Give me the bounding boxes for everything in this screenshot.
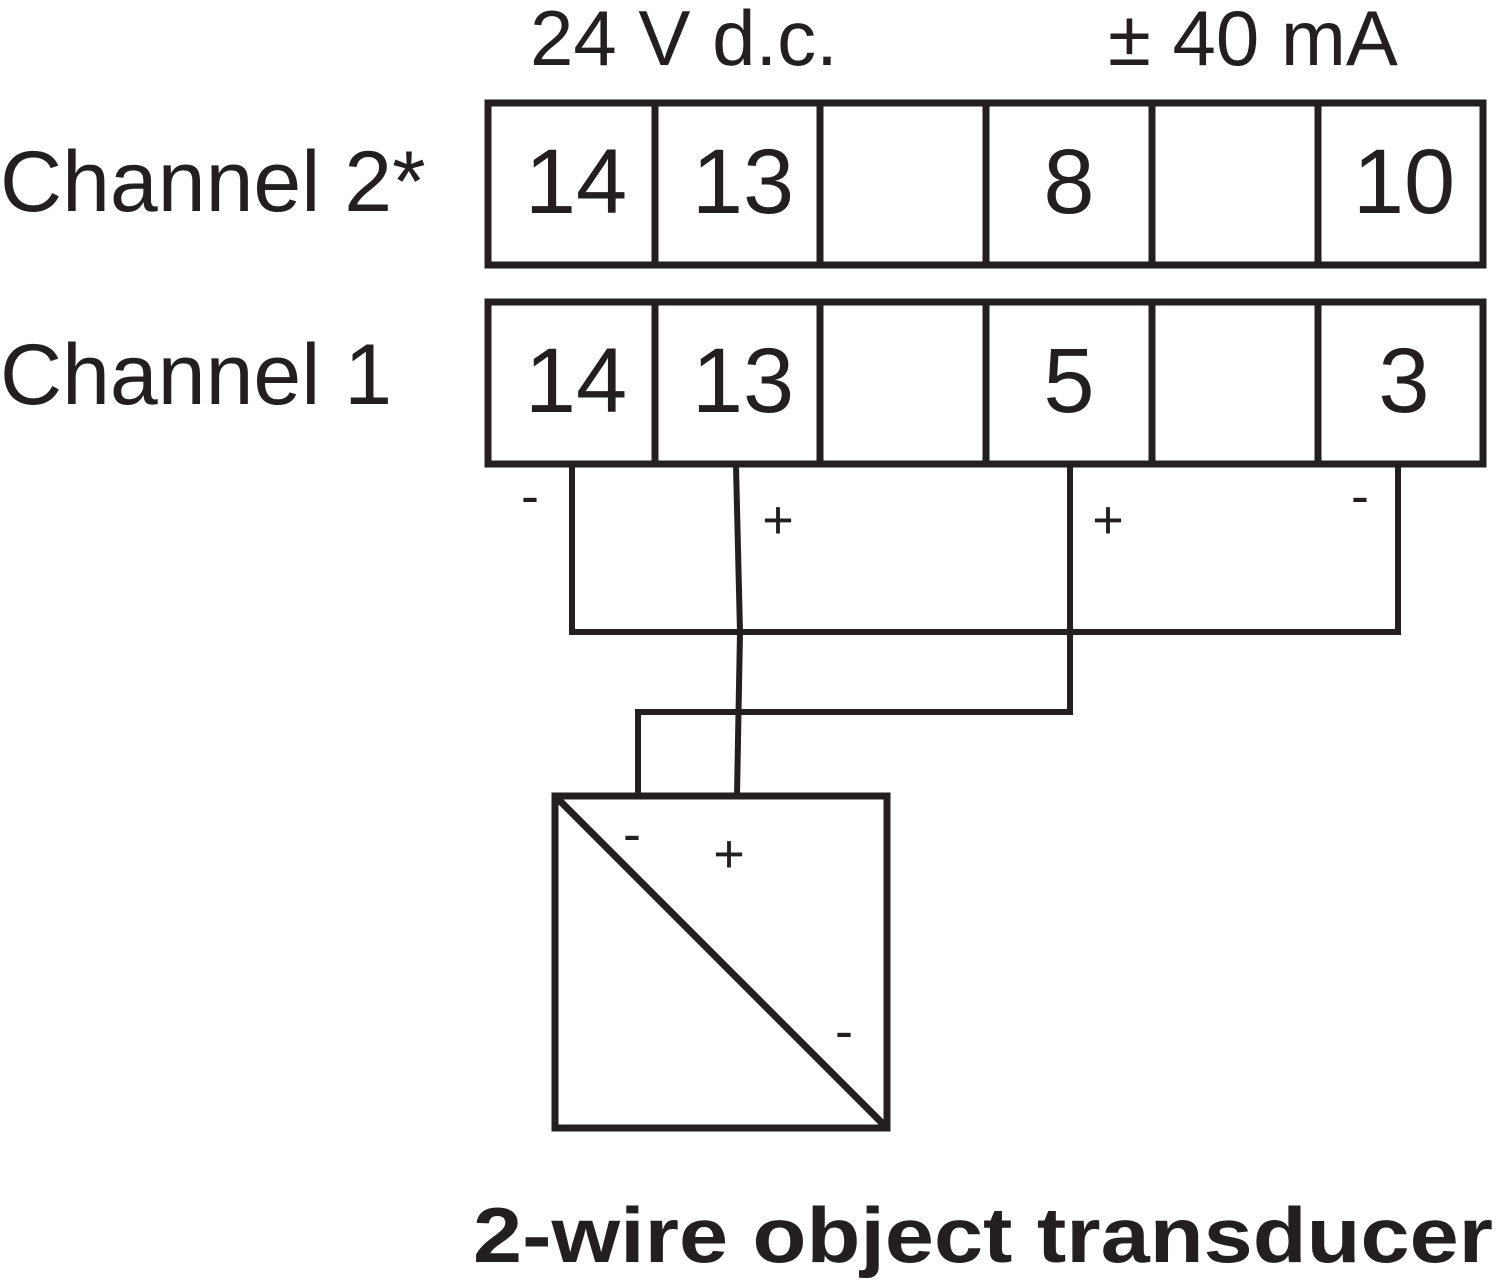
terminal-14-polarity: - — [521, 466, 539, 526]
current-range-label: ± 40 mA — [1108, 0, 1398, 82]
channel-2-label: Channel 2* — [0, 134, 426, 230]
channel-2-terminal-6: 10 — [1353, 131, 1455, 233]
channel-1-terminal-2: 13 — [692, 330, 794, 432]
channel-1-terminal-1: 14 — [525, 330, 627, 432]
transducer-symbol: - + - — [551, 792, 891, 1132]
terminal-5-polarity: + — [1092, 490, 1124, 550]
channel-1-terminal-strip: 14 13 5 3 — [484, 298, 1487, 468]
transducer-plus-terminal: + — [713, 824, 745, 884]
channel-2-terminal-1: 14 — [525, 131, 627, 233]
transducer-box — [551, 792, 891, 1132]
transducer-minus-terminal: - — [623, 804, 641, 864]
channel-2-terminal-strip: 14 13 8 10 — [484, 99, 1487, 269]
diagram-caption: 2-wire object transducer — [473, 1191, 1493, 1279]
supply-voltage-label: 24 V d.c. — [530, 0, 838, 82]
supply-positive-wire — [733, 465, 744, 796]
channel-2-terminal-4: 8 — [1043, 131, 1094, 233]
terminal-13-polarity: + — [762, 490, 794, 550]
transducer-inner-minus: - — [835, 1001, 853, 1061]
transducer-diagonal — [552, 793, 890, 1131]
signal-input-wire — [635, 466, 1073, 795]
negative-bridge-wire — [569, 466, 1401, 635]
terminal-3-polarity: - — [1351, 466, 1369, 526]
channel-1-label: Channel 1 — [0, 327, 392, 423]
channel-1-terminal-4: 5 — [1043, 330, 1094, 432]
channel-2-terminal-2: 13 — [692, 131, 794, 233]
channel-1-terminal-6: 3 — [1378, 330, 1429, 432]
wiring — [569, 465, 1401, 796]
